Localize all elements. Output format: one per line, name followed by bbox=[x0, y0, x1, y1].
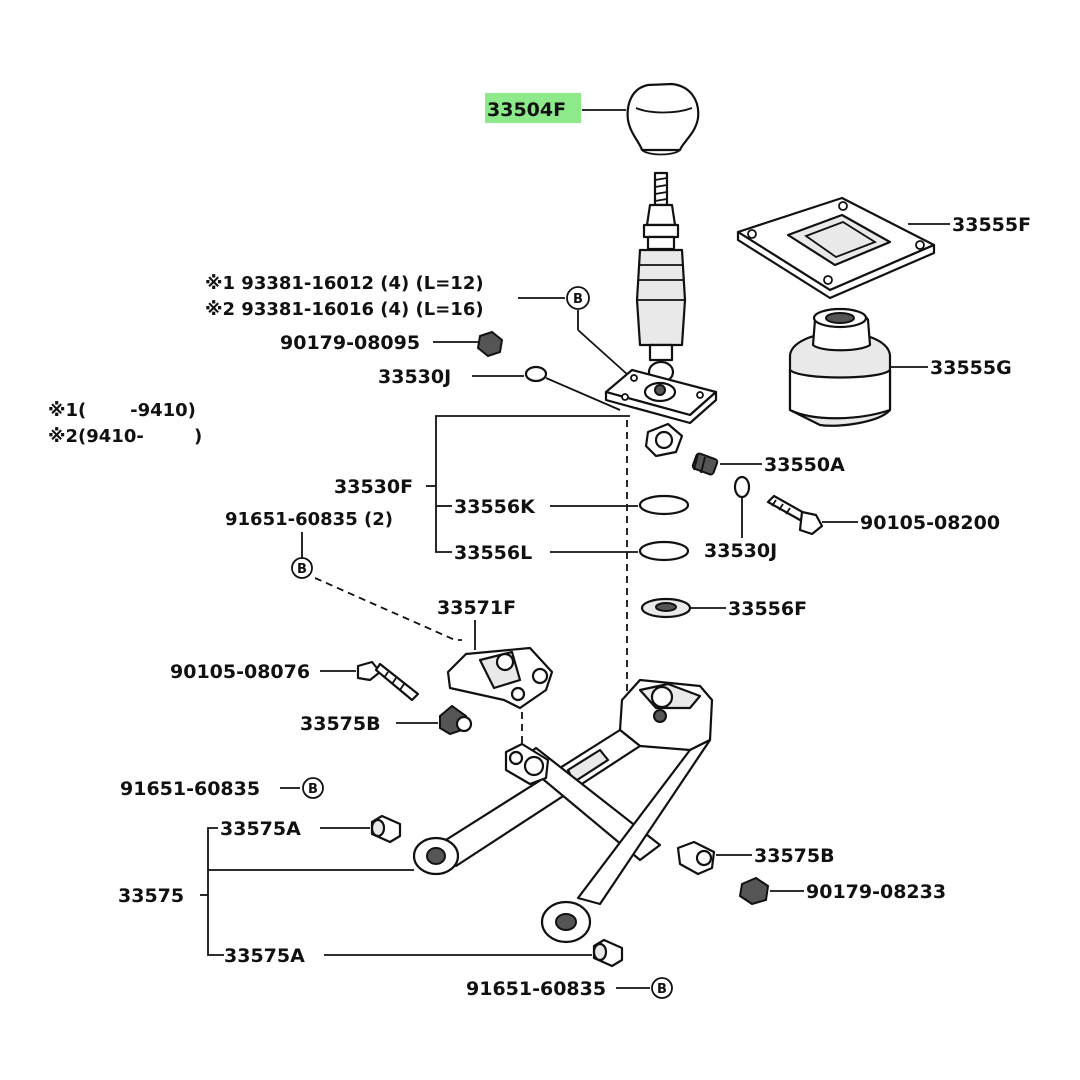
svg-text:B: B bbox=[297, 562, 307, 577]
label-33556L: 33556L bbox=[454, 542, 532, 564]
label-33575A-lower: 33575A bbox=[224, 945, 305, 967]
label-33504F: 33504F bbox=[487, 99, 566, 121]
circle-b-marker-upper: B bbox=[566, 286, 590, 310]
label-90179-08233: 90179-08233 bbox=[806, 881, 946, 903]
label-33575B-left: 33575B bbox=[300, 713, 381, 735]
label-33571F: 33571F bbox=[437, 597, 516, 619]
label-33575B-right: 33575B bbox=[754, 845, 835, 867]
bolt-left bbox=[356, 660, 420, 702]
label-90105-08076: 90105-08076 bbox=[170, 661, 310, 683]
note-2: ※2(9410- ) bbox=[48, 426, 202, 447]
bracket-33530F bbox=[435, 415, 630, 553]
label-90179-08095: 90179-08095 bbox=[280, 332, 420, 354]
washer bbox=[640, 597, 692, 619]
seat-ring-k bbox=[638, 494, 690, 516]
lever-ball-end bbox=[644, 422, 684, 458]
label-33530J-upper: 33530J bbox=[378, 366, 451, 388]
retainer-bracket bbox=[446, 646, 554, 710]
circle-b-marker-mid: B bbox=[302, 777, 324, 799]
bushing-b-right bbox=[676, 840, 716, 876]
circle-b-marker-left: B bbox=[291, 557, 313, 579]
label-screw-2: ※2 93381-16016 (4) (L=16) bbox=[205, 299, 484, 320]
label-screw-1: ※1 93381-16012 (4) (L=12) bbox=[205, 273, 484, 294]
label-91651-lower: 91651-60835 bbox=[466, 978, 606, 1000]
nut-lower bbox=[738, 876, 770, 906]
label-33530F: 33530F bbox=[334, 476, 413, 498]
oring-lower bbox=[733, 475, 751, 499]
label-33530J-lower: 33530J bbox=[704, 540, 777, 562]
bushing-a-lower bbox=[592, 938, 624, 968]
shift-lever bbox=[635, 171, 687, 384]
svg-text:B: B bbox=[573, 292, 583, 307]
shift-lever-boot bbox=[788, 307, 892, 427]
note-1: ※1( -9410) bbox=[48, 400, 196, 421]
highlight-box bbox=[485, 93, 581, 123]
leader-oring-to-lever bbox=[545, 377, 621, 411]
label-33555G: 33555G bbox=[930, 357, 1012, 379]
boot-retainer-plate bbox=[736, 196, 936, 300]
label-90105-08200: 90105-08200 bbox=[860, 512, 1000, 534]
spring bbox=[691, 452, 719, 476]
svg-text:B: B bbox=[657, 982, 667, 997]
label-33556K: 33556K bbox=[454, 496, 536, 518]
label-33555F: 33555F bbox=[952, 214, 1031, 236]
bolt-right bbox=[766, 494, 824, 536]
oring-upper bbox=[524, 365, 548, 383]
seat-ring-l bbox=[638, 540, 690, 562]
label-33575A-upper: 33575A bbox=[220, 818, 301, 840]
label-33550A: 33550A bbox=[764, 454, 845, 476]
circle-b-marker-lower: B bbox=[651, 977, 673, 999]
bushing-b-left bbox=[439, 704, 473, 736]
lever-seat-plate bbox=[604, 368, 718, 425]
svg-text:B: B bbox=[308, 782, 318, 797]
leader-screw-diag bbox=[577, 329, 629, 376]
label-33556F: 33556F bbox=[728, 598, 807, 620]
shift-knob bbox=[626, 82, 700, 156]
dash-clip-to-retainer bbox=[314, 577, 462, 641]
bracket-33575 bbox=[207, 827, 224, 956]
label-91651-60835-2: 91651-60835 (2) bbox=[225, 509, 393, 530]
nut-upper bbox=[476, 330, 504, 358]
shift-linkage-bracket bbox=[412, 678, 714, 944]
label-33575: 33575 bbox=[118, 885, 184, 907]
bushing-a-upper bbox=[370, 814, 402, 844]
label-91651-mid: 91651-60835 bbox=[120, 778, 260, 800]
